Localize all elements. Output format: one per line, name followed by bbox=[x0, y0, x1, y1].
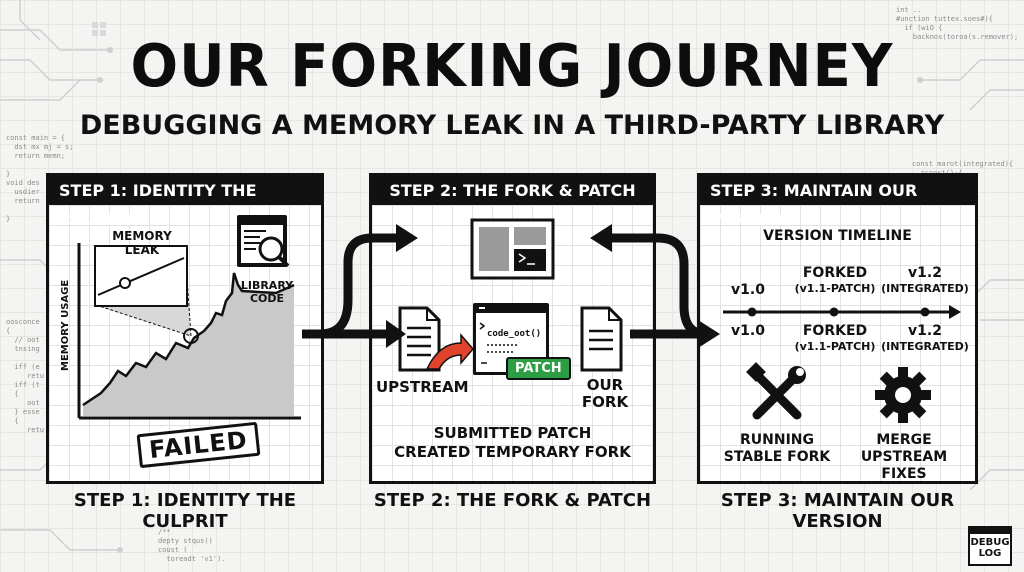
arrow-to-timeline-head bbox=[698, 320, 720, 348]
logo-line2: LOG bbox=[978, 548, 1002, 559]
step2-heading: STEP 2: THE FORK & PATCH bbox=[372, 176, 653, 205]
timeline-top-v12-sub: (INTEGRATED) bbox=[881, 282, 969, 295]
timeline-top-v12-main: v1.2 bbox=[908, 265, 942, 281]
leak-line bbox=[82, 272, 295, 407]
patch-badge: PATCH bbox=[506, 357, 571, 380]
our-fork-document-icon bbox=[580, 306, 623, 372]
timeline-bottom-forked: FORKED (v1.1-PATCH) bbox=[790, 323, 880, 355]
gear-icon bbox=[875, 367, 931, 423]
running-line2: STABLE FORK bbox=[723, 449, 831, 465]
arrow-to-fork bbox=[319, 233, 398, 339]
inset-chart-line bbox=[97, 257, 185, 296]
step1-caption: STEP 1: IDENTITY THE CULPRIT bbox=[73, 490, 297, 532]
merge-line2: UPSTREAM FIXES bbox=[860, 449, 948, 482]
timeline-top-forked-main: FORKED bbox=[802, 265, 868, 281]
library-label-line2: CODE bbox=[249, 292, 285, 305]
timeline-bottom-v12-sub: (INTEGRATED) bbox=[881, 340, 969, 353]
logo-bar bbox=[970, 528, 1010, 534]
step3-grid bbox=[700, 205, 975, 481]
timeline-bottom-v10: v1.0 bbox=[731, 323, 765, 339]
library-code-icon bbox=[237, 215, 290, 268]
library-label-line1: LIBRARY bbox=[240, 279, 294, 292]
step3-illustration bbox=[723, 305, 961, 423]
step1-heading: STEP 1: IDENTITY THE CULPRIT bbox=[49, 176, 321, 229]
running-stable-fork-label: RUNNING STABLE FORK bbox=[722, 432, 832, 466]
arrow-fork-back-head bbox=[590, 224, 612, 252]
our-fork-line1: OUR bbox=[586, 376, 624, 394]
version-timeline-title: VERSION TIMELINE bbox=[763, 228, 912, 244]
code-snippet-left-2: oosconce { // oot tnsing iff (e retu iff… bbox=[6, 318, 44, 434]
merge-upstream-label: MERGE UPSTREAM FIXES bbox=[840, 432, 968, 483]
running-line1: RUNNING bbox=[740, 432, 814, 448]
leak-area bbox=[83, 273, 294, 416]
tools-icon bbox=[746, 362, 806, 420]
fork-window-icon bbox=[470, 218, 555, 280]
arrow-to-upstream-head bbox=[386, 320, 406, 348]
step3-panel: STEP 3: MAINTAIN OUR VERSION bbox=[697, 173, 978, 484]
memory-leak-label: MEMORY LEAK bbox=[112, 229, 172, 257]
code-snippet-left-1: const main = { dst mx mj = s; return mеm… bbox=[6, 134, 74, 223]
zoom-circle bbox=[183, 328, 199, 344]
step3-heading: STEP 3: MAINTAIN OUR VERSION bbox=[700, 176, 975, 229]
code-snippet-top-right: int .. #unction tuttex.soes#){ if (wiO {… bbox=[896, 6, 1019, 41]
arrow-fork-to-timeline bbox=[610, 233, 712, 339]
step2-desc-line2: CREATED TEMPORARY FORK bbox=[394, 443, 631, 461]
merge-line1: MERGE bbox=[876, 432, 932, 448]
patch-arrow-icon bbox=[425, 332, 474, 370]
inset-chart-frame bbox=[94, 245, 188, 307]
page-title: OUR FORKING JOURNEY bbox=[130, 32, 894, 101]
page-subtitle: DEBUGGING A MEMORY LEAK IN A THIRD-PARTY… bbox=[79, 110, 945, 141]
step2-caption: STEP 2: THE FORK & PATCH bbox=[373, 490, 652, 511]
timeline-top-v12: v1.2 (INTEGRATED) bbox=[878, 265, 972, 297]
step1-illustration bbox=[77, 215, 301, 420]
upstream-label: UPSTREAM bbox=[376, 378, 469, 396]
library-code-label: LIBRARY CODE bbox=[231, 279, 303, 305]
code-line: code_oot() bbox=[487, 329, 541, 339]
timeline-top-v10: v1.0 bbox=[731, 282, 765, 298]
timeline-top-forked: FORKED (v1.1-PATCH) bbox=[790, 265, 880, 297]
code-snippet-bottom: /** depty stqus() coust ( toreadt 'v1'). bbox=[158, 528, 226, 563]
our-fork-line2: FORK bbox=[581, 393, 629, 411]
logo-line1: DEBUG bbox=[970, 537, 1010, 548]
timeline-bottom-v12: v1.2 (INTEGRATED) bbox=[878, 323, 972, 355]
timeline-bottom-forked-sub: (v1.1-PATCH) bbox=[794, 340, 876, 353]
debug-log-logo: DEBUG LOG bbox=[968, 526, 1012, 566]
timeline-top-forked-sub: (v1.1-PATCH) bbox=[794, 282, 876, 295]
inset-chart-point bbox=[119, 277, 131, 289]
step2-desc-line1: SUBMITTED PATCH bbox=[433, 424, 592, 442]
arrow-to-fork-head bbox=[396, 224, 418, 252]
timeline-arrow bbox=[723, 305, 961, 319]
step2-description: SUBMITTED PATCH CREATED TEMPORARY FORK bbox=[369, 424, 656, 462]
timeline-bottom-forked-main: FORKED bbox=[802, 323, 868, 339]
timeline-bottom-v12-main: v1.2 bbox=[908, 323, 942, 339]
step3-caption: STEP 3: MAINTAIN OUR VERSION bbox=[720, 490, 955, 532]
our-fork-label: OUR FORK bbox=[580, 377, 630, 411]
upstream-document-icon bbox=[398, 306, 441, 372]
